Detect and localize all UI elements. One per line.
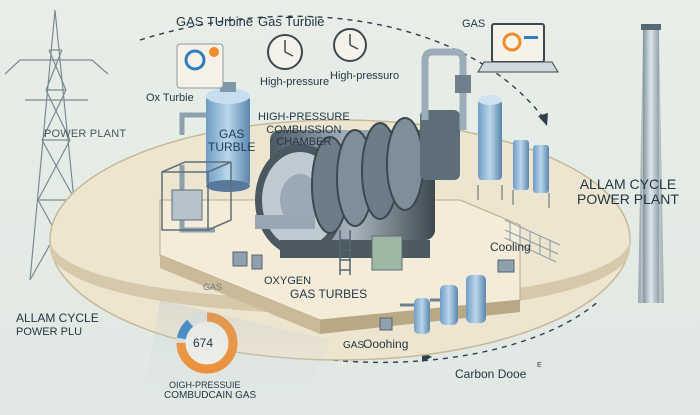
label-gas-cooling: GAS bbox=[343, 340, 365, 351]
label-allam-right: ALLAM CYCLE POWER PLANT bbox=[577, 176, 679, 207]
label-allam-left-1: ALLAM CYCLE bbox=[16, 311, 99, 325]
label-tank: GAS TURBLE bbox=[208, 127, 256, 154]
pipe-valve bbox=[455, 75, 471, 93]
raised-floor-side bbox=[160, 255, 320, 334]
laptop-icon bbox=[477, 23, 559, 73]
label-carbon-sup: E bbox=[537, 362, 542, 369]
label-gas-turbes: GAS TURBES bbox=[290, 287, 368, 301]
small-valves bbox=[232, 251, 515, 331]
chimney-icon bbox=[638, 24, 664, 303]
label-bottom-gas-2: COMBUDCAIN GAS bbox=[164, 390, 257, 401]
bottom-tanks bbox=[400, 275, 486, 334]
label-gas-small: GAS bbox=[203, 282, 223, 292]
label-carbon: Carbon Dooe bbox=[455, 367, 527, 381]
light-beam bbox=[140, 300, 330, 415]
combustion-drum bbox=[255, 110, 460, 258]
label-bottom-gas-1: OIGH-PRESSUIE bbox=[169, 380, 241, 390]
overhead-pipe bbox=[421, 48, 467, 130]
label-high-pressure-2: High-pressuro bbox=[330, 70, 400, 82]
label-gas-turbine-tl: GAS TUrbine bbox=[176, 14, 254, 29]
left-hopper bbox=[171, 189, 203, 221]
label-cooling-right: Cooling bbox=[490, 240, 531, 254]
label-oxygen: OXYGEN bbox=[264, 275, 312, 287]
right-tank-group bbox=[477, 95, 550, 208]
label-combustion-chamber: HIGH-PRESSURE COMBUSSION CHAMBER bbox=[258, 111, 350, 149]
ladder bbox=[339, 230, 351, 275]
label-ooohing: Ooohing bbox=[363, 337, 409, 351]
label-gas-turbine-tr: Gas Turbile bbox=[258, 14, 325, 29]
label-high-pressure-1: High-pressure bbox=[260, 76, 330, 88]
label-ox-turbie: Ox Turbie bbox=[146, 92, 194, 104]
left-frame bbox=[161, 161, 232, 231]
top-left-panel bbox=[176, 43, 224, 89]
cycle-arrow-head bbox=[538, 113, 548, 126]
control-box bbox=[371, 235, 403, 271]
pressure-gauge-icon-2 bbox=[333, 28, 367, 62]
label-gas-top: GAS bbox=[462, 18, 486, 30]
label-allam-left-2: POWER PLU bbox=[16, 326, 83, 338]
gauge-value: 674 bbox=[193, 336, 214, 350]
stairs-right bbox=[504, 219, 561, 263]
label-power-plant-left: POWER PLANT bbox=[44, 128, 127, 140]
gas-turbine-tank bbox=[206, 82, 250, 192]
pressure-gauge-icon bbox=[267, 34, 303, 70]
